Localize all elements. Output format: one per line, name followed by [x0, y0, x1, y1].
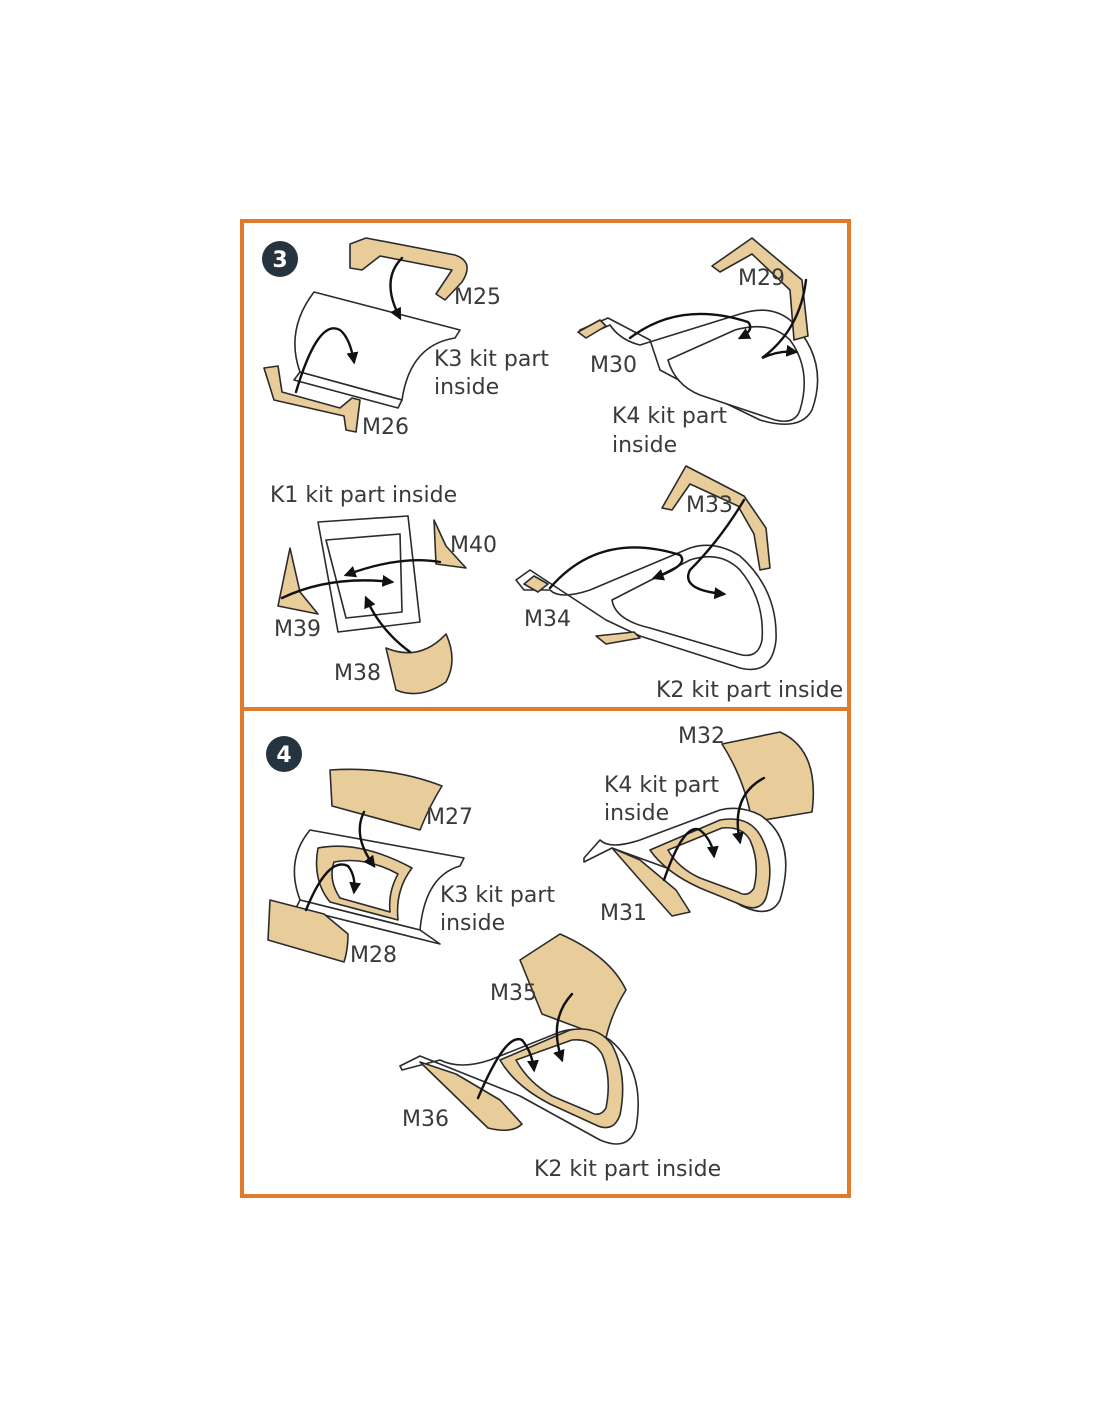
label-m30: M30 [590, 353, 637, 378]
label-m31: M31 [600, 901, 647, 926]
label-m27: M27 [426, 805, 473, 830]
arrow-m31 [662, 827, 719, 882]
part-m33 [661, 465, 771, 571]
label-k3-inside: inside [440, 911, 505, 936]
step-3-number: 3 [272, 248, 287, 273]
part-m35 [519, 933, 627, 1039]
label-k2-kit-part-inside: K2 kit part inside [656, 678, 843, 703]
arrow-m33 [687, 498, 746, 600]
label-k4-kit-part: K4 kit part [612, 404, 727, 429]
label-m25: M25 [454, 285, 501, 310]
label-m26: M26 [362, 415, 409, 440]
label-k1-kit-part-inside: K1 kit part inside [270, 483, 457, 508]
arrow-m32 [732, 776, 766, 845]
label-m32: M32 [678, 724, 725, 749]
part-m28 [267, 899, 349, 963]
part-m29 [711, 237, 809, 341]
part-m39 [277, 547, 319, 615]
k2-assembly-step4: M35 M36 K2 kit part inside [399, 933, 721, 1182]
arrow-m35 [553, 992, 574, 1063]
part-m27 [329, 768, 443, 831]
part-m32 [721, 731, 815, 823]
step-4-badge [266, 736, 302, 772]
step-4-number: 4 [276, 743, 291, 768]
arrow-m27 [358, 810, 376, 868]
k1-assembly-step3: K1 kit part inside M40 M39 M38 [270, 483, 497, 695]
k4-assembly-step3: M29 M30 K4 kit part inside [577, 237, 819, 458]
step-3-panel: 3 M25 M26 K3 kit part inside M29 M30 K4 … [240, 219, 851, 711]
label-m36: M36 [402, 1107, 449, 1132]
part-m34 [523, 575, 549, 593]
label-m33: M33 [686, 493, 733, 518]
arrow-m40 [343, 559, 442, 578]
arrow-m38 [364, 595, 412, 654]
label-m29: M29 [738, 266, 785, 291]
arrow-m28 [304, 863, 362, 912]
label-k4-kit-part: K4 kit part [604, 773, 719, 798]
k3-kit-rim [295, 899, 441, 945]
k3-kit-rim [293, 371, 403, 409]
k2-kit-inner [611, 555, 764, 657]
part-m30 [577, 319, 607, 339]
part-m38 [385, 633, 453, 695]
label-k2-kit-part-inside: K2 kit part inside [534, 1157, 721, 1182]
k1-kit-inner [325, 533, 403, 619]
label-m35: M35 [490, 981, 537, 1006]
arrow-m29 [761, 278, 808, 360]
step-3-badge [262, 241, 298, 277]
k3-assembly-step3: M25 M26 K3 kit part inside [263, 237, 549, 440]
step-4-panel: 4 M27 M28 K3 kit part inside M32 [240, 707, 851, 1198]
arrow-m25 [389, 256, 404, 321]
label-k3-kit-part: K3 kit part [434, 347, 549, 372]
label-m38: M38 [334, 661, 381, 686]
label-m40: M40 [450, 533, 497, 558]
k4-assembly-step4: M32 K4 kit part inside M31 [583, 724, 815, 926]
part-m36 [419, 1061, 523, 1132]
k2-inner-opening [515, 1038, 610, 1116]
part-m31 [611, 847, 691, 917]
k3-assembly-step4: M27 M28 K3 kit part inside [267, 768, 555, 968]
part-m26 [263, 365, 361, 433]
arrow-m36 [476, 1037, 539, 1100]
arrow-m34 [548, 546, 684, 590]
arrow-m39 [280, 574, 395, 600]
label-k3-inside: inside [434, 375, 499, 400]
arrow-m26 [294, 327, 359, 394]
label-k3-kit-part: K3 kit part [440, 883, 555, 908]
arrow-m30 [628, 312, 752, 340]
label-m34: M34 [524, 607, 571, 632]
label-m39: M39 [274, 617, 321, 642]
label-k4-inside: inside [604, 801, 669, 826]
label-k4-inside: inside [612, 433, 677, 458]
label-m28: M28 [350, 943, 397, 968]
part-m40 [433, 519, 467, 569]
part-m34-b [595, 631, 641, 645]
k2-assembly-step3: M33 M34 K2 kit part inside [515, 465, 843, 703]
part-m25 [349, 237, 468, 301]
